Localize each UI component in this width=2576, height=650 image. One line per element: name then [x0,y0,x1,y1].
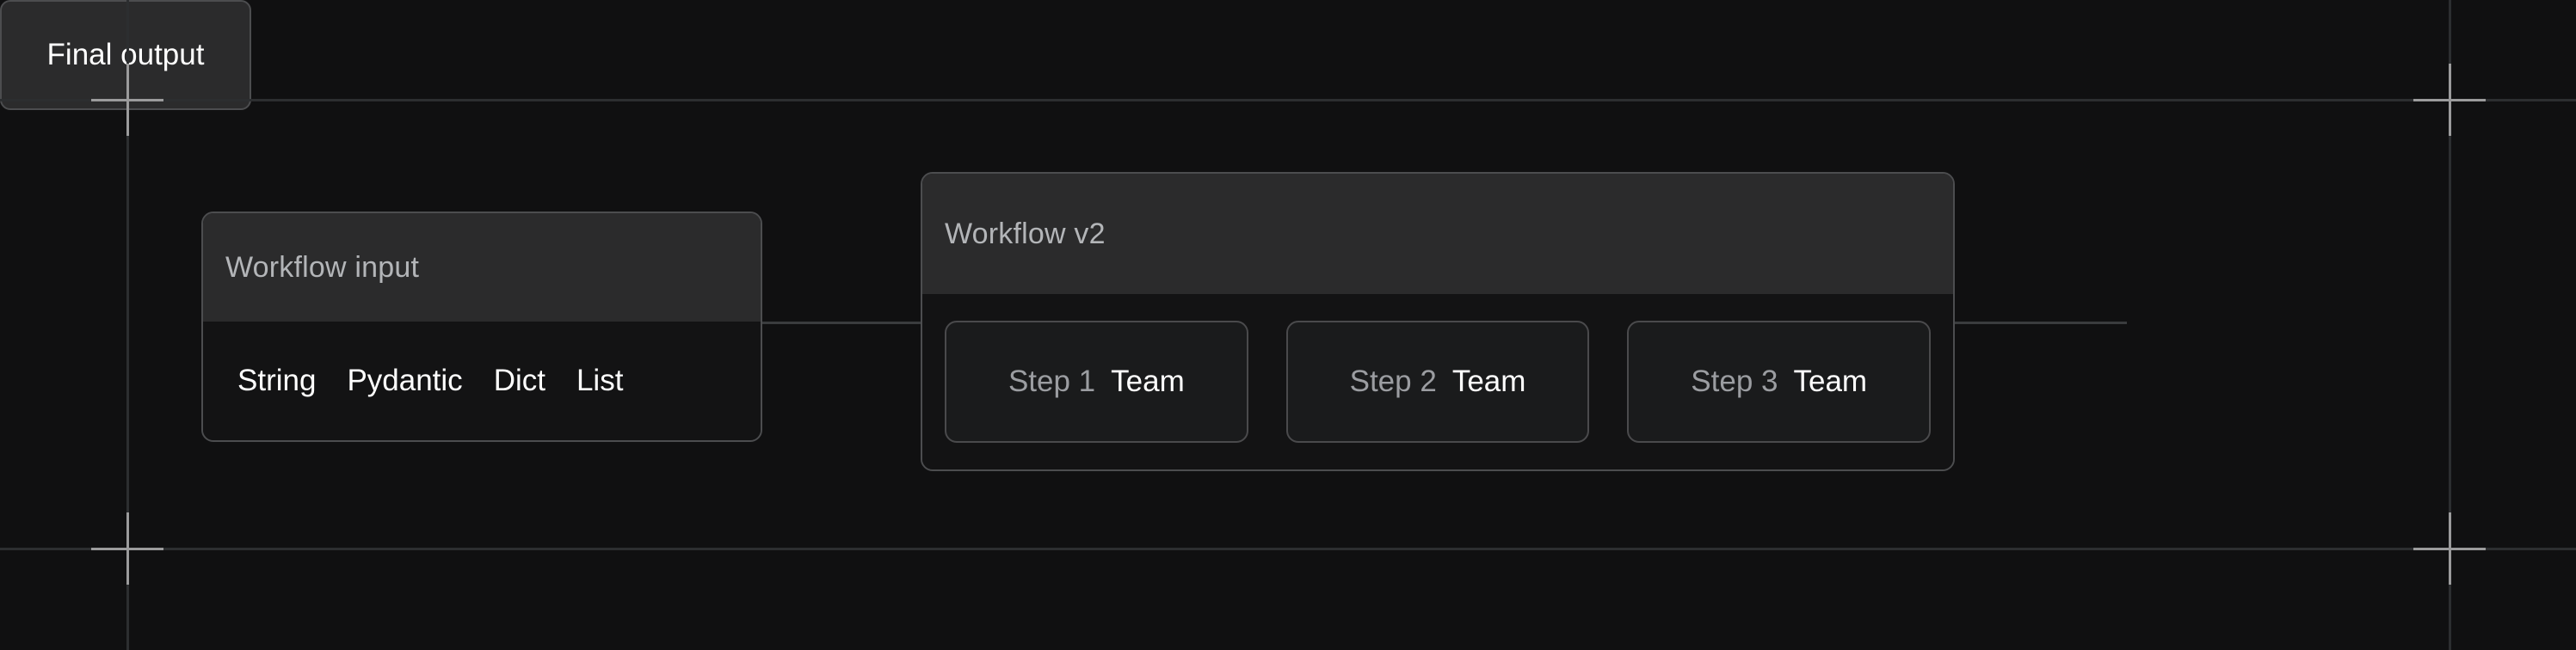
gridline-vertical-left [126,0,129,650]
step-1-kind: Team [1111,365,1185,398]
gridline-horizontal-bottom [0,548,2576,550]
type-chip-pydantic[interactable]: Pydantic [347,364,463,397]
step-3-kind: Team [1793,365,1868,398]
type-chip-dict[interactable]: Dict [493,364,545,397]
type-chip-list[interactable]: List [576,364,624,397]
step-2-label: Step 2 [1349,365,1437,398]
step-box-3[interactable]: Step 3 Team [1627,321,1932,443]
workflow-input-title: Workflow input [225,250,420,284]
step-1-label: Step 1 [1008,365,1096,398]
final-output-label: Final output [46,38,205,71]
workflow-v2-header: Workflow v2 [922,174,1953,294]
workflow-v2-body: Step 1 Team Step 2 Team Step 3 Team [922,294,1953,469]
workflow-input-header: Workflow input [203,213,761,322]
workflow-input-body: String Pydantic Dict List [203,322,761,440]
step-box-2[interactable]: Step 2 Team [1285,321,1590,443]
step-3-label: Step 3 [1691,365,1778,398]
type-chip-string[interactable]: String [237,364,317,397]
step-box-1[interactable]: Step 1 Team [945,321,1248,443]
gridline-horizontal-top [0,99,2576,101]
node-workflow-input[interactable]: Workflow input String Pydantic Dict List [201,212,762,442]
gridline-vertical-right [2449,0,2451,650]
node-final-output[interactable]: Final output [0,0,251,110]
workflow-v2-title: Workflow v2 [945,217,1106,250]
node-workflow-v2[interactable]: Workflow v2 Step 1 Team Step 2 Team Step… [921,172,1955,471]
edge-workflow-v2-to-final-output [1953,322,2127,324]
edge-workflow-input-to-workflow-v2 [761,322,922,324]
step-2-kind: Team [1451,365,1526,398]
